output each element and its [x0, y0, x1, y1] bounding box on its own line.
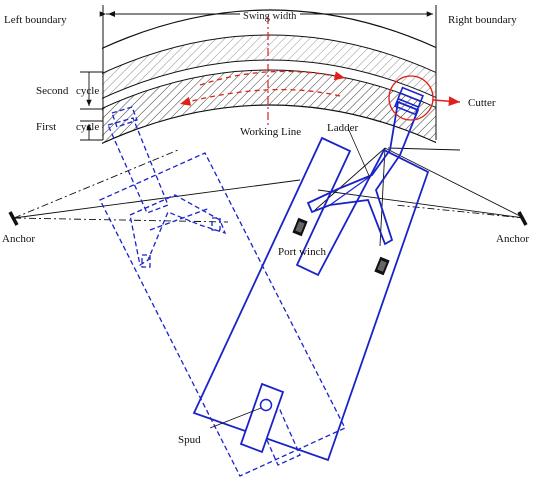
- spud-icon: [259, 398, 273, 412]
- ladder-leader: [347, 127, 371, 179]
- first-cycle-label-2: cycle: [76, 121, 99, 133]
- spud-label: Spud: [178, 434, 201, 446]
- spud-leader: [209, 407, 262, 429]
- anchor-left-label: Anchor: [2, 233, 35, 245]
- anchor-cables: [13, 147, 525, 247]
- first-cycle-hatch: [102, 70, 436, 144]
- dredger-hull[interactable]: [192, 136, 430, 462]
- first-cycle-label-1: First: [36, 121, 56, 133]
- arc-2: [102, 34, 436, 75]
- swing-width-label: Swing width: [243, 11, 297, 22]
- swing-arrow-right: [199, 70, 346, 86]
- arc-inner: [102, 104, 436, 145]
- winches: [292, 217, 390, 276]
- anchor-left-icon: [8, 211, 19, 226]
- anchor-right-label: Anchor: [496, 233, 529, 245]
- dredger-previous-position: [99, 106, 346, 477]
- second-cycle-label-1: Second: [36, 85, 69, 97]
- second-cycle-hatch: [102, 35, 436, 99]
- arc-3: [102, 59, 436, 100]
- spud-slot: [239, 382, 285, 454]
- arc-outer: [102, 9, 436, 50]
- port-winch-label: Port winch: [278, 246, 326, 258]
- working-line-label: Working Line: [240, 126, 301, 138]
- anchor-right-icon: [517, 211, 528, 226]
- cutter-pointer: [432, 96, 461, 107]
- dredger-current-position[interactable]: [192, 100, 430, 462]
- cut-band: [102, 9, 436, 145]
- cutter-label: Cutter: [468, 97, 496, 109]
- second-cycle-label-2: cycle: [76, 85, 99, 97]
- swing-arrow-left: [179, 88, 341, 106]
- arc-4: [102, 69, 436, 110]
- cycle-dimension: [80, 71, 103, 141]
- ladder-label: Ladder: [327, 122, 358, 134]
- ladder[interactable]: [306, 100, 420, 246]
- cutter-head[interactable]: [388, 75, 461, 121]
- right-boundary-label: Right boundary: [448, 14, 517, 26]
- left-boundary-label: Left boundary: [4, 14, 67, 26]
